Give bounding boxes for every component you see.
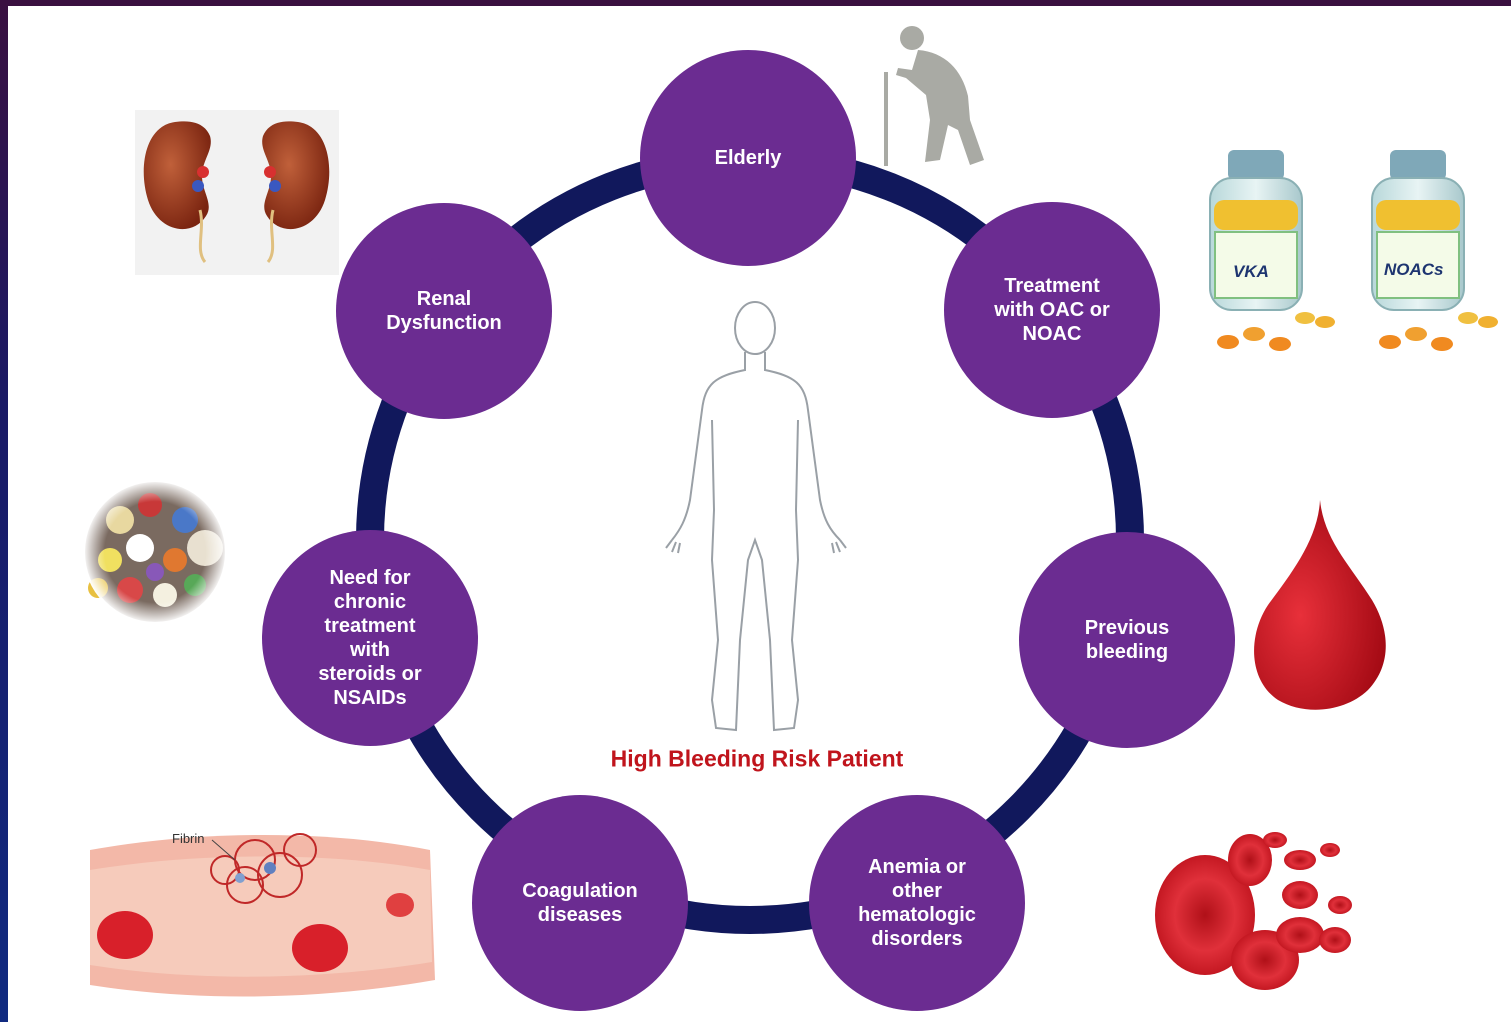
node-previous-bleeding <box>1019 532 1235 748</box>
human-figure-icon <box>665 301 847 732</box>
blood-drop-icon <box>1254 500 1386 710</box>
pills-pile-icon <box>83 480 227 624</box>
node-renal <box>336 203 552 419</box>
capillary-clot-icon <box>90 833 435 997</box>
node-elderly <box>640 50 856 266</box>
node-oac <box>944 202 1160 418</box>
slide-top-border <box>0 0 1511 6</box>
red-blood-cells-icon <box>1155 832 1352 990</box>
node-coagulation <box>472 795 688 1011</box>
node-label-oac: Treatment with OAC or NOAC <box>994 275 1110 345</box>
center-title: High Bleeding Risk Patient <box>610 745 904 772</box>
node-label-chronic-treatment: Need for chronic treatment with steroids… <box>318 567 422 709</box>
node-label-renal: Renal Dysfunction <box>386 288 502 334</box>
node-chronic-treatment <box>262 530 478 746</box>
kidneys-icon <box>135 110 339 275</box>
node-anemia <box>809 795 1025 1011</box>
slide-left-border <box>0 0 8 1022</box>
fibrin-label: Fibrin <box>172 831 205 846</box>
node-label-coagulation: Coagulation diseases <box>522 880 638 926</box>
vka-bottle-icon <box>1209 150 1335 351</box>
noacs-bottle-label: NOACs <box>1384 260 1444 279</box>
node-label-anemia: Anemia or other hematologic disorders <box>858 856 976 950</box>
elderly-man-icon <box>884 26 984 166</box>
noacs-bottle-icon <box>1371 150 1498 351</box>
vka-bottle-label: VKA <box>1233 262 1269 281</box>
node-label-previous-bleeding: Previous bleeding <box>1084 617 1170 663</box>
node-label-elderly: Elderly <box>714 147 782 169</box>
